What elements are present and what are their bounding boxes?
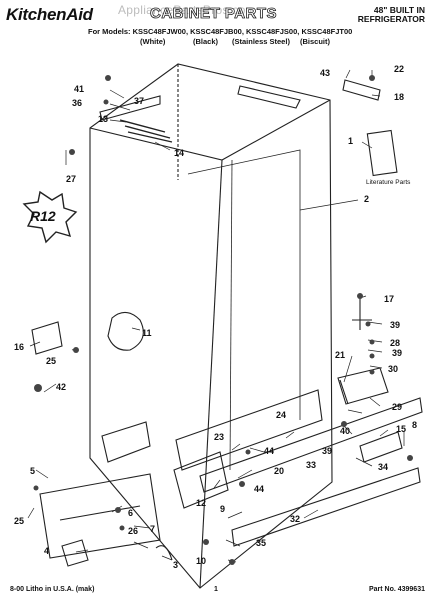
- callout-34: 34: [378, 462, 389, 472]
- callout-25: 25: [14, 516, 25, 526]
- hinge-bracket: [337, 367, 389, 405]
- models-prefix: For Models:: [88, 27, 131, 36]
- callout-37: 37: [134, 96, 145, 106]
- footer-print-info: 8-00 Litho in U.S.A. (mak): [10, 586, 95, 593]
- callout-21: 21: [335, 350, 346, 360]
- model-color: (Black): [193, 37, 219, 46]
- part-15: [359, 431, 403, 463]
- r12-badge: [22, 190, 78, 244]
- badge-text: R12: [30, 208, 56, 224]
- part-11: [107, 311, 144, 351]
- callout-27: 27: [66, 174, 77, 184]
- model-list: For Models: KSSC48FJW00, KSSC48FJB00, KS…: [88, 27, 353, 36]
- cabinet-outline: [89, 63, 333, 589]
- callout-9: 9: [220, 504, 226, 514]
- literature-parts-icon: [366, 129, 398, 177]
- top-bracket: [99, 95, 161, 121]
- callout-25: 25: [46, 356, 57, 366]
- callout-39: 39: [322, 446, 333, 456]
- callout-13: 13: [98, 114, 109, 124]
- callout-29: 29: [392, 402, 403, 412]
- callout-14: 14: [174, 148, 185, 158]
- page-number: 1: [214, 586, 218, 593]
- callout-40: 40: [340, 426, 351, 436]
- callout-36: 36: [72, 98, 83, 108]
- callout-18: 18: [394, 92, 405, 102]
- callout-16: 16: [14, 342, 25, 352]
- part-number: Part No. 4399631: [368, 586, 425, 593]
- callout-20: 20: [274, 466, 285, 476]
- hinge-16: [31, 321, 63, 355]
- callout-10: 10: [196, 556, 207, 566]
- callout-43: 43: [320, 68, 331, 78]
- callout-35: 35: [256, 538, 267, 548]
- model-color: (Stainless Steel): [232, 37, 290, 46]
- callout-42: 42: [56, 382, 67, 392]
- model-color: (White): [140, 37, 166, 46]
- callout-2: 2: [364, 194, 370, 204]
- watermark: AppliancePartsPros.com: [118, 3, 256, 17]
- callout-6: 6: [128, 508, 134, 518]
- cabinet-front-edge: [199, 159, 223, 589]
- model-number: KSSC48FJB00: [190, 27, 242, 36]
- callout-39: 39: [390, 320, 401, 330]
- grille-assembly-5: [39, 473, 161, 559]
- callout-26: 26: [128, 526, 139, 536]
- product-line-1: 48" BUILT IN: [373, 5, 425, 15]
- callout-44: 44: [254, 484, 265, 494]
- callout-41: 41: [74, 84, 85, 94]
- kick-plate-32: [231, 467, 421, 547]
- callout-44: 44: [264, 446, 275, 456]
- callout-8: 8: [412, 420, 418, 430]
- callout-15: 15: [396, 424, 407, 434]
- callout-30: 30: [388, 364, 399, 374]
- callout-7: 7: [150, 524, 156, 534]
- model-color: (Biscuit): [300, 37, 330, 46]
- literature-parts-label: Literature Parts: [366, 179, 411, 186]
- product-line-2: REFRIGERATOR: [357, 14, 425, 24]
- callout-39: 39: [392, 348, 403, 358]
- callout-22: 22: [394, 64, 405, 74]
- callout-23: 23: [214, 432, 225, 442]
- model-number: KSSC48FJW00: [132, 27, 186, 36]
- base-rail: [175, 389, 323, 471]
- callout-17: 17: [384, 294, 395, 304]
- callout-24: 24: [276, 410, 287, 420]
- callout-4: 4: [44, 546, 50, 556]
- model-number: KSSC48FJS00: [246, 27, 298, 36]
- part-4: [61, 539, 89, 567]
- callout-3: 3: [173, 560, 179, 570]
- brand-logo: KitchenAid: [6, 5, 93, 24]
- page-title: CABINET PARTS: [150, 5, 278, 23]
- callout-1: 1: [348, 136, 354, 146]
- part-12: [173, 451, 229, 509]
- compressor-part: [101, 421, 151, 463]
- model-number: KSSC48FJT00: [301, 27, 353, 36]
- callout-28: 28: [390, 338, 401, 348]
- callout-32: 32: [290, 514, 301, 524]
- product-type: 48" BUILT IN REFRIGERATOR: [358, 6, 425, 24]
- callout-5: 5: [30, 466, 36, 476]
- callout-33: 33: [306, 460, 317, 470]
- callout-11: 11: [142, 328, 152, 338]
- callout-12: 12: [196, 498, 207, 508]
